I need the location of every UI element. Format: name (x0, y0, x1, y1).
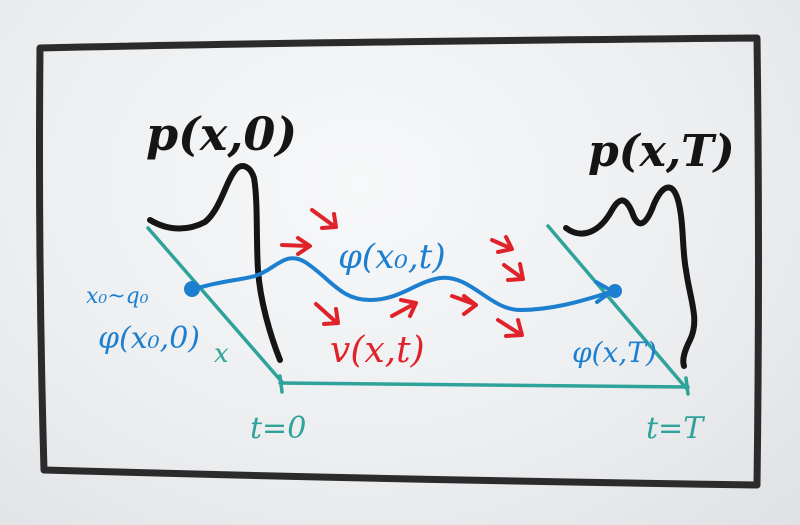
initial-density-curve (147, 163, 283, 363)
t0-tick (278, 374, 284, 394)
velocity-arrow (502, 262, 525, 282)
end-point (608, 284, 622, 298)
velocity-arrow (280, 236, 312, 256)
time-axes (146, 224, 690, 396)
tT-tick (684, 376, 690, 396)
velocity-arrow (450, 294, 478, 316)
time-axis-line (278, 381, 690, 389)
final-density-curve (563, 184, 698, 369)
label-t-end: t=T (646, 411, 705, 446)
velocity-field-arrows (280, 208, 525, 338)
velocity-arrow (490, 235, 514, 254)
start-point (184, 281, 200, 297)
velocity-arrow (390, 298, 418, 318)
label-axis-x: x (214, 339, 229, 369)
label-phi-path: φ(x₀,t) (338, 237, 446, 277)
trajectory-path (190, 256, 612, 313)
label-velocity: v(x,t) (330, 330, 425, 371)
label-phi-start: φ(x₀,0) (98, 321, 200, 356)
frame-border (36, 34, 762, 489)
label-p-start: p(x,0) (146, 107, 297, 161)
label-t-start: t=0 (250, 411, 306, 446)
velocity-arrow (310, 208, 338, 230)
end-slice-line (546, 224, 688, 390)
label-p-end: p(x,T) (588, 126, 735, 177)
label-phi-end: φ(x,T) (572, 336, 657, 369)
start-slice-line (146, 226, 284, 384)
velocity-arrow (314, 302, 340, 326)
velocity-arrow (496, 318, 524, 338)
label-x0-sample: x₀~q₀ (86, 284, 149, 309)
